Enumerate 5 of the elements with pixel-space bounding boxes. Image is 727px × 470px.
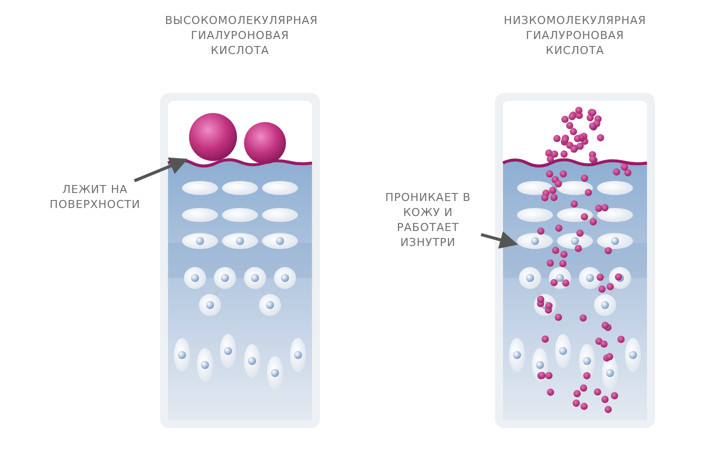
arrow xyxy=(134,157,188,182)
callout-text: ПРОНИКАЕТ В КОЖУ И РАБОТАЕТ ИЗНУТРИ xyxy=(378,190,478,250)
panel-heading: ВЫСОКОМОЛЕКУЛЯРНАЯ ГИАЛУРОНОВАЯ КИСЛОТА xyxy=(165,13,315,58)
panel-heading: НИЗКОМОЛЕКУЛЯРНАЯ ГИАЛУРОНОВАЯ КИСЛОТА xyxy=(502,13,648,58)
callout-text: ЛЕЖИТ НА ПОВЕРХНОСТИ xyxy=(40,182,150,212)
